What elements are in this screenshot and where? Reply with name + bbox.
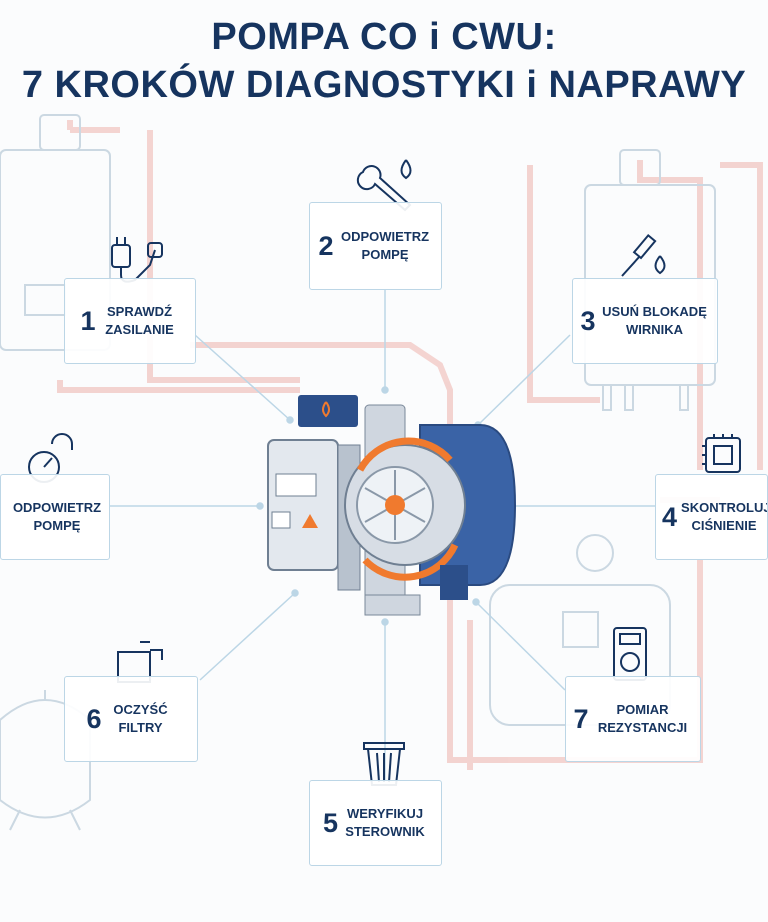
step-2-box: 2 ODPOWIETRZ POMPĘ xyxy=(309,202,442,290)
warning-icon xyxy=(302,514,318,528)
title-line-2: 7 KROKÓW DIAGNOSTYKI i NAPRAWY xyxy=(21,64,747,106)
circulation-pump xyxy=(267,395,517,616)
step-4-number: 4 xyxy=(662,501,678,532)
step-7-label: POMIAR REZYSTANCJI xyxy=(597,702,688,735)
background-pipes xyxy=(57,120,763,770)
screwdriver-drop-icon xyxy=(621,233,666,277)
step-left-label: ODPOWIETRZ POMPĘ xyxy=(12,500,102,533)
expansion-vessel xyxy=(0,690,91,831)
step-4-box: 4 SKONTROLUJ CIŚNIENIE xyxy=(655,474,768,560)
step-left-box: ODPOWIETRZ POMPĘ xyxy=(0,474,110,560)
flame-icon xyxy=(322,401,330,418)
step-6-box: 6 OCZYŚĆ FILTRY xyxy=(64,676,198,762)
impeller-arc-bottom xyxy=(362,543,459,581)
step-5-label: WERYFIKUJ STEROWNIK xyxy=(345,806,425,839)
step-5-number: 5 xyxy=(322,807,339,838)
impeller-arc-top xyxy=(356,437,453,472)
step-5-box: 5 WERYFIKUJ STEROWNIK xyxy=(309,780,442,866)
trash-bin-icon xyxy=(363,742,405,786)
title-line-1: POMPA CO i CWU: xyxy=(211,16,557,58)
multimeter-icon xyxy=(613,627,647,681)
page-title: POMPA CO i CWU: 7 KROKÓW DIAGNOSTYKI i N… xyxy=(0,14,768,110)
step-3-number: 3 xyxy=(580,305,596,336)
step-3-box: 3 USUŃ BLOKADĘ WIRNIKA xyxy=(572,278,718,364)
step-1-box: 1 SPRAWDŹ ZASILANIE xyxy=(64,278,196,364)
step-1-label: SPRAWDŹ ZASILANIE xyxy=(105,304,174,337)
step-2-label: ODPOWIETRZ POMPĘ xyxy=(340,229,430,262)
wrench-drop-icon xyxy=(356,159,412,212)
step-4-label: SKONTROLUJ CIŚNIENIE xyxy=(681,500,767,533)
step-7-number: 7 xyxy=(573,703,589,734)
pump-control-box xyxy=(267,439,339,571)
connector-lines xyxy=(110,290,655,780)
step-1-number: 1 xyxy=(80,305,96,336)
step-6-label: OCZYŚĆ FILTRY xyxy=(113,702,168,735)
plug-icon xyxy=(111,237,163,283)
step-3-label: USUŃ BLOKADĘ WIRNIKA xyxy=(602,304,707,337)
step-6-number: 6 xyxy=(86,703,102,734)
step-7-box: 7 POMIAR REZYSTANCJI xyxy=(565,676,701,762)
step-2-number: 2 xyxy=(318,230,334,261)
chip-icon xyxy=(702,434,741,473)
